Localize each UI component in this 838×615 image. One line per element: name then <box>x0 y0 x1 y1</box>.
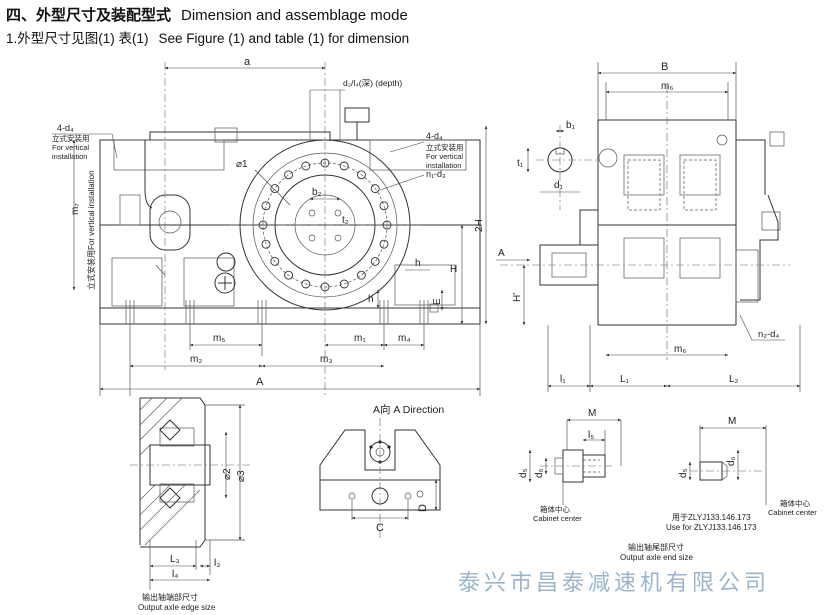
dim-2H: 2H <box>474 219 485 232</box>
dim-phi1: ⌀1 <box>236 159 248 170</box>
a-direction-label: A向 A Direction <box>373 403 444 416</box>
left-install-en1: For vertical <box>52 143 89 152</box>
flange-hole <box>370 184 380 194</box>
flange-hole <box>284 170 294 180</box>
dim-h-bot: h <box>368 294 374 305</box>
use-for-en: Use for ZLYJ133.146.173 <box>666 523 757 532</box>
dim-m7: m₇ <box>70 203 81 215</box>
end1-dim-M: M <box>588 408 596 419</box>
front-view: a d₂/l₄(深) (depth) 4-d₄ 立式安装用 For vertic… <box>52 56 488 396</box>
company-watermark: 泰兴市昌泰减速机有限公司 <box>458 570 770 595</box>
flange-hole <box>379 239 389 249</box>
flange-hole <box>270 184 280 194</box>
dim-phi3: ⌀3 <box>236 470 247 482</box>
dim-l4: l₄ <box>172 569 178 580</box>
flange-hole <box>270 256 280 266</box>
title-en: Dimension and assemblage mode <box>181 7 408 24</box>
flange-bolt-holes <box>258 158 392 292</box>
page-title: 四、外型尺寸及装配型式 Dimension and assemblage mode <box>6 4 408 25</box>
flange-hole <box>301 161 311 171</box>
end2-dim-d6: d₆ <box>726 456 737 466</box>
end-caption-en: Output axle end size <box>620 553 693 562</box>
a-direction-view: A向 A Direction C D <box>319 403 444 540</box>
dim-C: C <box>376 522 384 534</box>
dim-m6-top: m₆ <box>661 81 673 92</box>
end2-cabinet-cn: 箱体中心 <box>780 498 810 508</box>
flange-hole <box>261 239 271 249</box>
dim-A: A <box>256 376 264 388</box>
n1-d3: n₁-d₃ <box>426 169 446 179</box>
end-detail-1: M l₅ d₅ d₆ 箱体中心 Cabinet center <box>518 408 622 523</box>
use-for-cn: 用于ZLYJ133.146.173 <box>672 513 751 522</box>
side-view: B m₆ b₁ t₁ d₁ A H' n₂-d₄ m₆ l₁ L₁ L₂ <box>496 61 801 392</box>
end2-dim-M: M <box>728 416 736 427</box>
end1-cabinet-cn: 箱体中心 <box>540 504 570 514</box>
breather <box>344 107 370 123</box>
end2-cabinet-en: Cabinet center <box>768 508 817 517</box>
left-install-en2: installation <box>52 152 87 161</box>
end1-dim-d6: d₆ <box>534 468 545 478</box>
dim-a: a <box>244 56 251 68</box>
housing-outline <box>99 139 481 325</box>
dim-B: B <box>661 61 668 73</box>
axle-caption-cn: 输出轴端部尺寸 <box>142 592 198 602</box>
dim-d2: d₂/l₄(深) (depth) <box>343 78 402 88</box>
dim-l1: l₁ <box>560 374 566 385</box>
dim-h-top: h <box>415 258 421 269</box>
side-vertical-note: 立式安装用For vertical installation <box>86 170 96 290</box>
right-install-count: 4-d₄ <box>426 131 443 141</box>
flange-hole <box>339 279 349 289</box>
dim-L1: L₁ <box>620 374 630 385</box>
subtitle-cn: 1.外型尺寸见图(1) 表(1) <box>6 31 149 46</box>
end1-dim-d5: d₅ <box>518 468 529 478</box>
page-subtitle: 1.外型尺寸见图(1) 表(1) See Figure (1) and table… <box>6 27 409 47</box>
dim-d1: d₁ <box>554 180 564 191</box>
flange-hole <box>301 279 311 289</box>
oil-gauge <box>216 252 236 272</box>
dim-t1: t₁ <box>517 158 524 169</box>
flange-hole <box>284 270 294 280</box>
dim-m1: m₁ <box>354 333 366 344</box>
input-coupling <box>149 194 191 251</box>
subtitle-en: See Figure (1) and table (1) for dimensi… <box>158 31 410 46</box>
flange-hole <box>379 201 389 211</box>
right-install-cn: 立式安装用 <box>426 142 464 152</box>
end-caption-cn: 输出轴尾部尺寸 <box>628 542 684 552</box>
dim-m4: m₄ <box>398 333 410 344</box>
dim-A-arrow: A <box>498 248 505 259</box>
dim-m3: m₃ <box>320 354 332 365</box>
end1-dim-l5: l₅ <box>588 430 594 441</box>
flange-hole <box>370 256 380 266</box>
n2-d4: n₂-d₄ <box>758 329 779 340</box>
dim-D: D <box>417 504 429 512</box>
dim-l3: l₃ <box>214 558 220 569</box>
left-install-cn: 立式安装用 <box>52 133 90 143</box>
flange-hole <box>339 161 349 171</box>
dim-m6-bot: m₆ <box>674 344 686 355</box>
dim-H: H <box>450 264 457 275</box>
dim-L2: L₂ <box>729 374 739 385</box>
dim-m5: m₅ <box>213 333 225 344</box>
dim-E: E <box>432 298 443 305</box>
end2-dim-d5: d₅ <box>678 468 689 478</box>
end1-cabinet-en: Cabinet center <box>533 514 582 523</box>
dim-b1: b₁ <box>566 120 576 131</box>
dim-m2: m₂ <box>190 354 202 365</box>
dim-L3: L₃ <box>170 554 180 565</box>
right-install-en1: For vertical <box>426 152 463 161</box>
axle-caption-en: Output axle edge size <box>138 603 216 612</box>
axle-detail: ⌀2 ⌀3 L₃ l₃ l₄ 输出轴端部尺寸 Output axle edge … <box>130 397 250 612</box>
right-install-en2: installation <box>426 161 461 170</box>
dim-H-prime: H' <box>512 293 523 302</box>
title-cn: 四、外型尺寸及装配型式 <box>6 7 172 24</box>
flange-hole <box>261 201 271 211</box>
flange-hole <box>356 270 366 280</box>
dim-t2: t₂ <box>342 215 349 226</box>
flange-hole <box>356 170 366 180</box>
dim-phi2: ⌀2 <box>222 468 233 480</box>
left-install-count: 4-d₄ <box>57 123 74 133</box>
dim-b2: b₂ <box>312 187 322 198</box>
end-detail-2: M d₅ d₆ 箱体中心 Cabinet center <box>678 416 817 517</box>
